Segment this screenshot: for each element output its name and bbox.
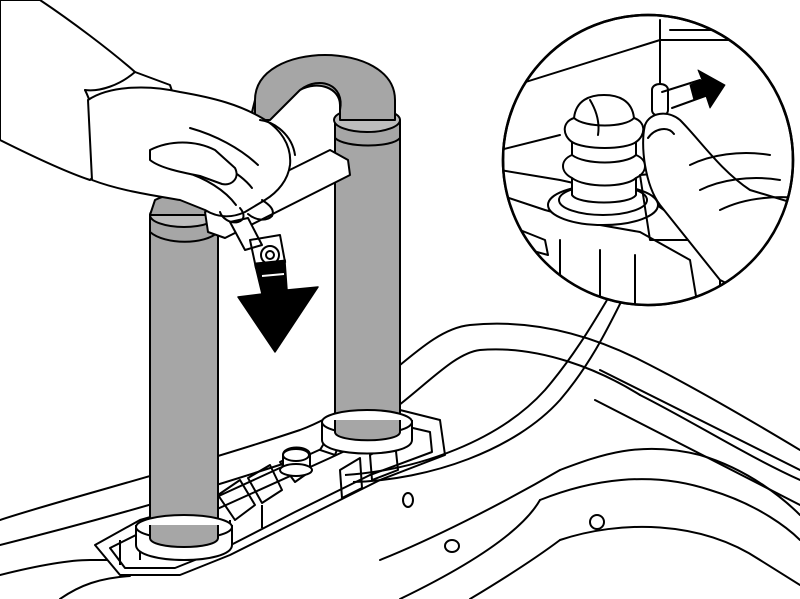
magnifier-callout-icon — [501, 13, 795, 307]
arrow-right-icon — [689, 69, 726, 109]
callout-leader-line — [344, 294, 623, 483]
hand-icon — [0, 0, 296, 224]
heater-bracket-plate — [204, 149, 351, 269]
heater-element-icon — [135, 54, 413, 561]
tub-housing-icon — [0, 322, 800, 599]
arrow-down-icon — [237, 259, 319, 353]
